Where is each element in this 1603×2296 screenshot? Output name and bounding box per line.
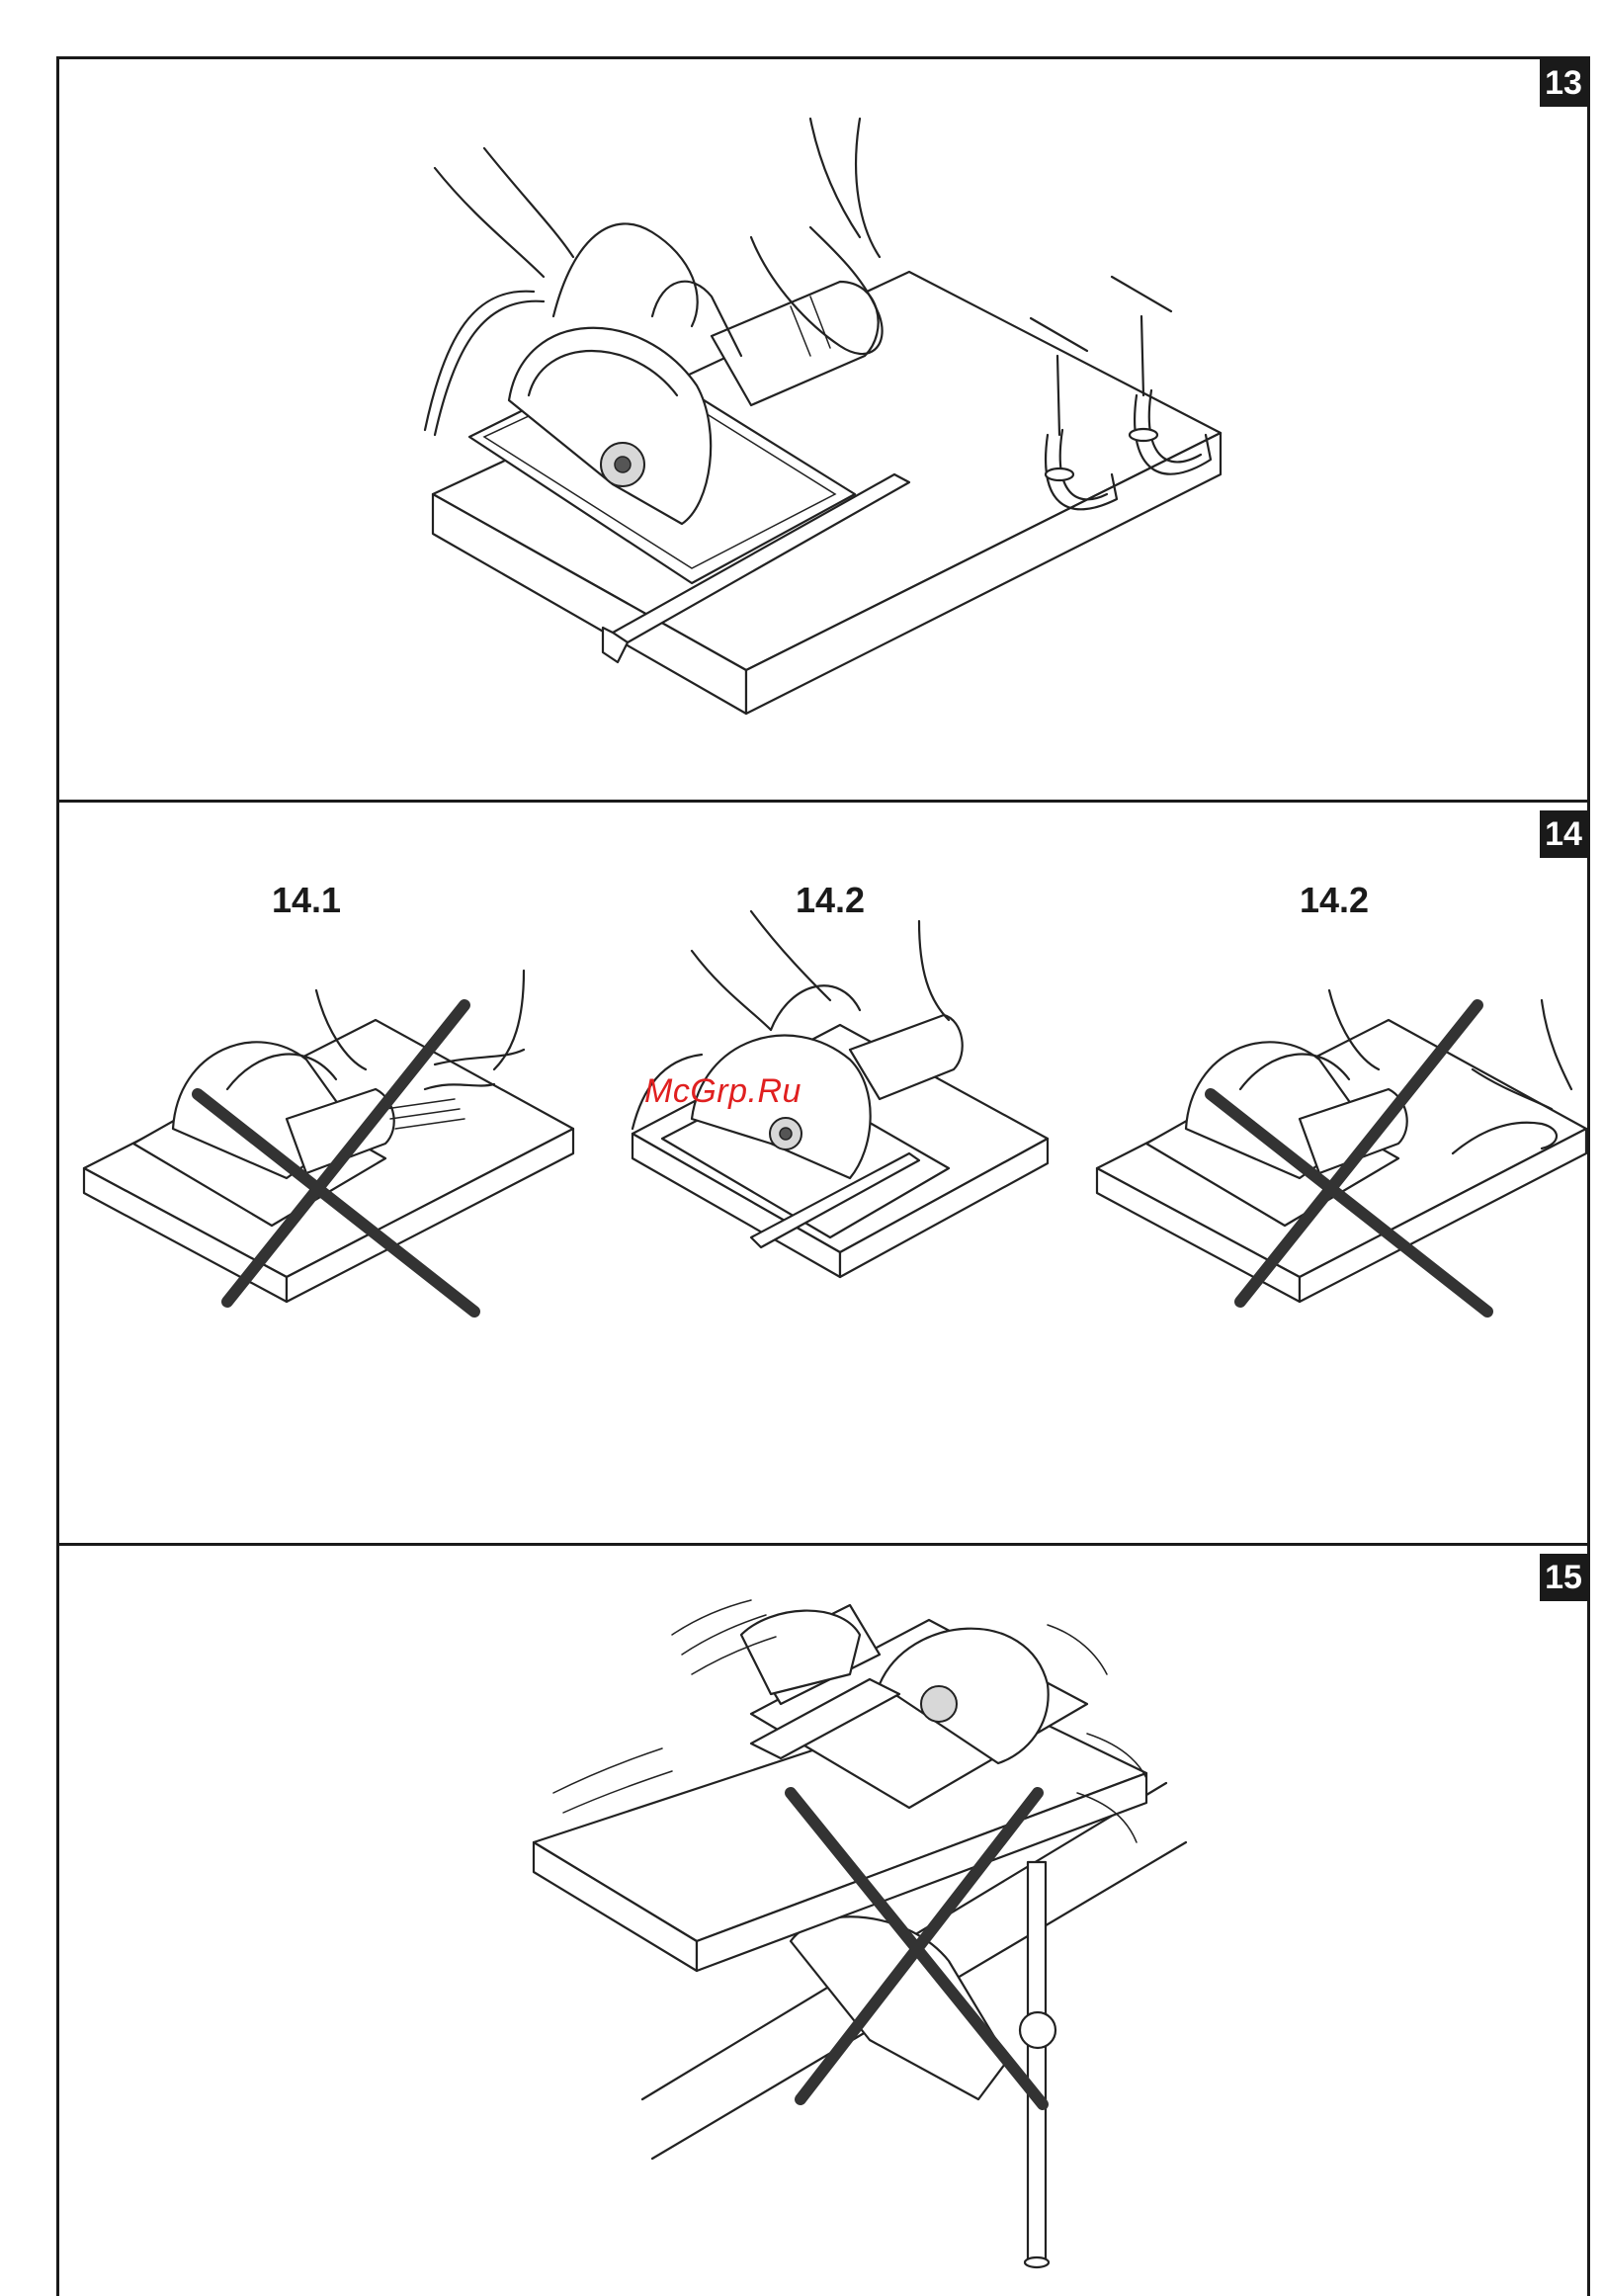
watermark-text: McGrp.Ru <box>644 1072 802 1111</box>
fig14-illustrations <box>59 803 1587 1544</box>
figure-sheet: 13 <box>56 56 1590 2296</box>
figure-15-panel: 15 <box>59 1546 1587 2296</box>
figure-14-panel: 14 14.1 14.2 14.2 <box>59 803 1587 1546</box>
illustration-14-1 <box>84 971 573 1302</box>
saw-in-vise-illustration <box>59 1546 1587 2294</box>
illustration-14-2b <box>1097 990 1586 1302</box>
figure-13-panel: 13 <box>59 59 1587 803</box>
saw-with-clamped-workpiece-illustration <box>59 59 1587 801</box>
